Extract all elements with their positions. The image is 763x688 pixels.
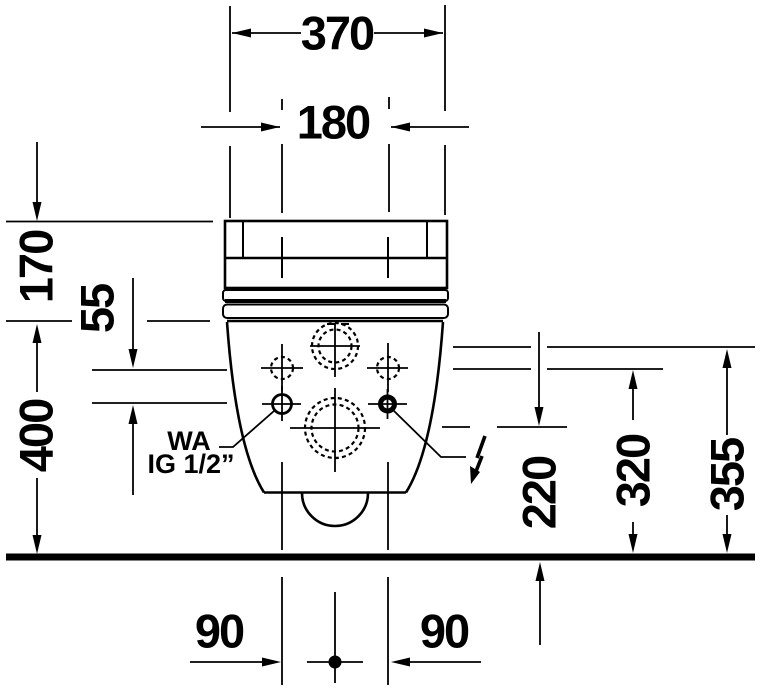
water-connection-label: WA IG 1/2” [147,410,275,479]
mounting-holes [261,343,408,392]
arrowhead [262,657,281,667]
seat-unit [222,219,449,319]
ceramic-bowl [225,319,445,528]
arrowhead [32,202,42,221]
arrowhead [628,370,638,389]
arrowhead [424,28,443,38]
water-label-line1: WA [167,426,211,456]
arrowhead [534,407,544,426]
arrowhead [391,122,410,132]
lightning-bolt-icon [470,435,487,484]
dim-outlet-offsets: 90 90 [190,462,481,685]
arrowhead [628,534,638,553]
dim-label-90-right: 90 [420,605,469,658]
arrowhead [128,349,138,368]
dim-hole-row-height: 320 [453,368,663,553]
dim-label-320: 320 [607,434,660,507]
seat-unit-body [223,219,449,290]
arrowhead [391,657,410,667]
connection-points [262,386,407,421]
dim-supply-height: 355 [453,346,755,553]
dim-label-370: 370 [301,7,374,60]
dim-label-220: 220 [513,456,566,529]
supply-opening [310,321,360,377]
drain-pipe-arc [300,492,370,528]
dim-label-355: 355 [701,438,754,511]
seat-lower-band [222,303,449,319]
dim-label-180: 180 [297,96,370,149]
center-dot [328,655,342,669]
dim-overall-width: 370 [229,5,446,218]
arrowhead [261,122,280,132]
dim-label-170: 170 [10,230,63,303]
arrowhead [535,562,545,581]
dim-rim-height: 400 [10,341,63,554]
bowl-left-side [225,321,266,494]
water-leader-line [219,410,275,448]
dim-label-90-left: 90 [195,605,244,658]
dim-hole-spacing: 180 [201,96,469,213]
water-label-line2: IG 1/2” [147,449,234,479]
dim-label-55: 55 [71,284,124,333]
arrowhead [722,349,732,368]
arrowhead [232,28,251,38]
arrowhead [722,534,732,553]
arrowhead [32,535,42,554]
dim-label-400: 400 [10,399,63,472]
dim-top-to-rim: 170 [6,142,213,343]
electrical-leader-line [392,409,466,458]
outlet-opening [290,388,380,472]
bowl-right-side [404,321,445,494]
arrowhead [128,405,138,424]
dim-outlet-height: 220 [442,332,567,645]
dim-connection-row-gap: 55 [71,278,227,495]
arrowhead [32,324,42,343]
electrical-connection-symbol [392,409,487,484]
floor-line [6,553,755,561]
